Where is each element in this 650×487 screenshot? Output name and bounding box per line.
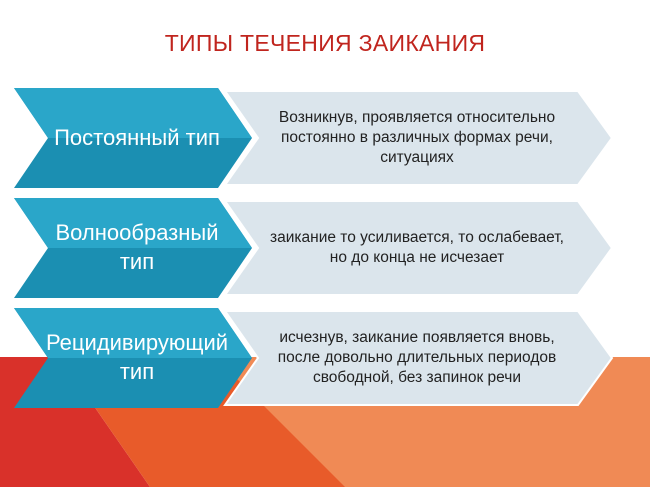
type-chevron-highlight — [14, 88, 252, 138]
type-label: Волнообразный тип — [55, 220, 219, 274]
type-description: заикание то усиливается, то ослабевает, … — [270, 228, 564, 266]
description-arrow-box — [223, 90, 614, 186]
row-shapes — [14, 198, 614, 298]
type-row-wavelike: Волнообразный тип заикание то усиливаетс… — [0, 198, 650, 298]
type-chevron-highlight — [14, 198, 252, 248]
type-description: исчезнув, заикание появляется вновь, пос… — [277, 328, 557, 387]
row-shapes — [14, 308, 614, 408]
type-label: Постоянный тип — [54, 124, 220, 150]
type-row-constant: Постоянный тип Возникнув, проявляется от… — [0, 88, 650, 188]
type-row-recurrent: Рецидивирующий тип исчезнув, заикание по… — [0, 308, 650, 408]
row-shapes — [14, 88, 614, 188]
type-label: Рецидивирующий тип — [45, 330, 229, 384]
page-title: ТИПЫ ТЕЧЕНИЯ ЗАИКАНИЯ — [164, 30, 486, 56]
description-arrow-box — [223, 200, 614, 296]
type-description: Возникнув, проявляется относительно пост… — [278, 108, 556, 167]
type-chevron-highlight — [14, 308, 252, 358]
description-arrow-box — [223, 310, 614, 406]
